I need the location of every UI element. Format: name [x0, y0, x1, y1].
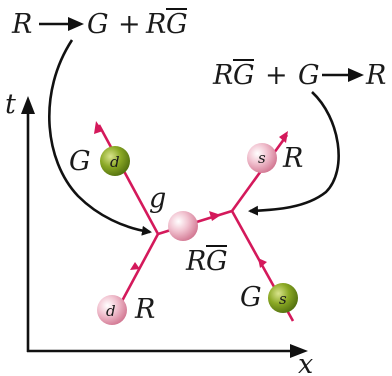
left-reaction-product-2-base: R [145, 9, 166, 40]
time-axis-arrowhead [21, 96, 35, 114]
s-quark-in-flavor: s [279, 290, 287, 308]
gluon-arrow [209, 211, 221, 221]
s-quark-in: s G [240, 282, 298, 313]
left-reaction-plus: + [118, 9, 141, 40]
left-reaction-product-2-bar: G [166, 9, 188, 40]
d-quark-out-color: G [69, 146, 91, 177]
right-reaction-plus: + [265, 60, 288, 91]
s-quark-out: s R [247, 143, 303, 174]
d-quark-out-flavor: d [110, 153, 120, 171]
d-quark-in: d R [97, 294, 155, 325]
gluon-label: g [149, 183, 166, 214]
d-quark-in-color: R [134, 294, 155, 325]
right-reaction-reactant-1-base: R [212, 60, 233, 91]
left-reaction: R G + R G [11, 9, 188, 40]
left-reaction-reactant: R [11, 9, 32, 40]
s-quark-in-color: G [240, 282, 262, 313]
right-reaction-arrowhead [348, 68, 364, 82]
space-axis-label: x [298, 349, 313, 376]
left-reaction-product-1: G [87, 9, 109, 40]
gluon: g R G [149, 183, 228, 277]
right-reaction-product: R [365, 60, 386, 91]
s-quark-out-flavor: s [258, 149, 266, 167]
right-reaction-reactant-1-bar: G [233, 60, 255, 91]
right-reaction-reactant-2: G [298, 60, 320, 91]
d-quark-out: d G [69, 146, 130, 177]
d-quark-incoming-arrow [130, 262, 140, 270]
gluon-ball [168, 211, 198, 241]
right-reaction: R G + G R [212, 60, 386, 91]
s-quark-out-color: R [282, 143, 303, 174]
gluon-color-base: R [185, 246, 206, 277]
left-reaction-pointer [49, 40, 150, 232]
gluon-color-bar: G [206, 246, 228, 277]
left-reaction-arrowhead [68, 17, 84, 31]
time-axis-label: t [5, 89, 16, 120]
d-quark-in-flavor: d [106, 302, 116, 320]
